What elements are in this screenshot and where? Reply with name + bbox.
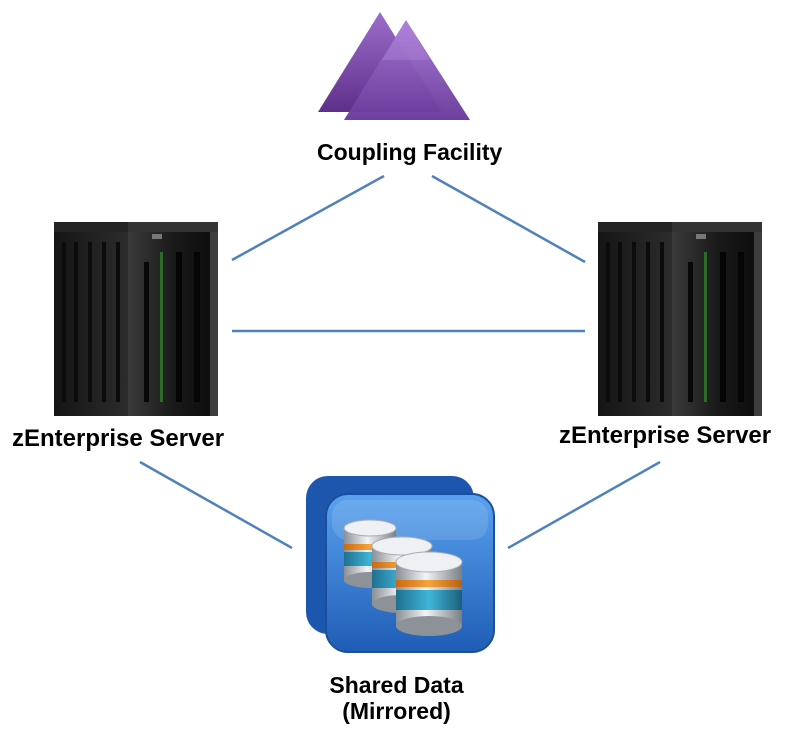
connector-lines (139, 174, 661, 550)
triangle-pair-icon (318, 12, 470, 120)
mainframe-server-icon (598, 222, 762, 416)
link-cf-left (231, 174, 385, 262)
right-server-label: zEnterprise Server (559, 422, 772, 449)
shared-data-label-line1: Shared Data (329, 672, 464, 698)
shared-data-label-line2: (Mirrored) (342, 698, 451, 725)
link-left-data (139, 460, 293, 550)
link-right-data (507, 460, 661, 550)
coupling-facility-label: Coupling Facility (317, 139, 503, 165)
database-stack-icon (306, 476, 495, 653)
shared-data-label: Shared Data (Mirrored) (0, 672, 793, 725)
left-server-label: zEnterprise Server (12, 425, 225, 452)
link-cf-right (431, 174, 586, 264)
mainframe-server-icon (54, 222, 218, 416)
